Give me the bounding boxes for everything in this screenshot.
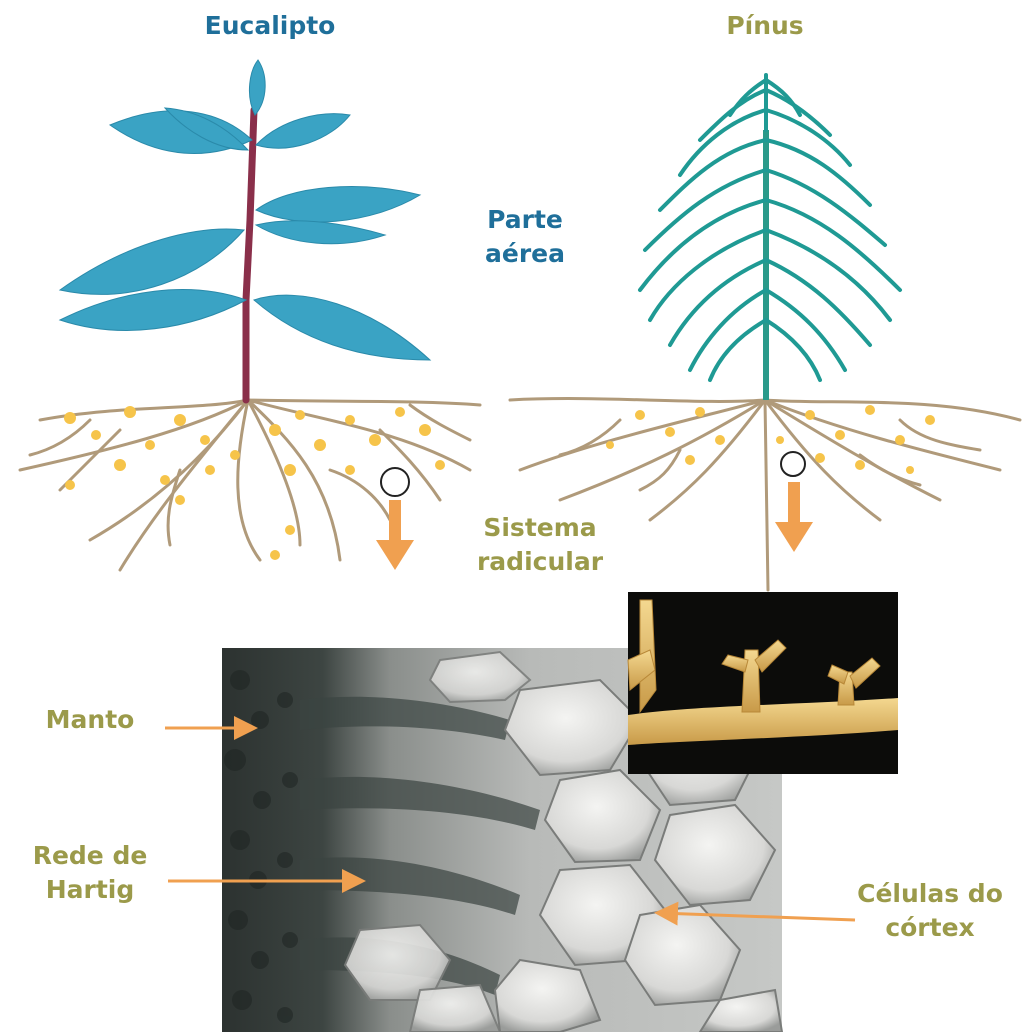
root-system-label-line2: radicular <box>460 546 620 578</box>
mantle-label: Manto <box>20 704 160 736</box>
pine-title: Pínus <box>700 10 830 42</box>
eucalyptus-stem <box>246 110 254 400</box>
hartig-net-label-line2: Hartig <box>10 874 170 906</box>
pine-root-inset-photo <box>628 592 898 774</box>
cortex-cells-label-line2: córtex <box>840 912 1020 944</box>
aerial-part-label-line1: Parte <box>460 204 590 236</box>
pine-highlight-circle <box>781 452 805 476</box>
eucalyptus-highlight-circle <box>381 468 409 496</box>
eucalyptus-title: Eucalipto <box>190 10 350 42</box>
eucalyptus-down-arrow-icon <box>376 500 414 570</box>
pine-needles <box>640 75 900 380</box>
aerial-part-label-line2: aérea <box>460 238 590 270</box>
cortex-cells-label-line1: Células do <box>840 878 1020 910</box>
eucalyptus-plant <box>20 60 480 570</box>
root-system-label-line1: Sistema <box>460 512 620 544</box>
pine-down-arrow-icon <box>775 482 813 552</box>
hartig-net-label-line1: Rede de <box>10 840 170 872</box>
